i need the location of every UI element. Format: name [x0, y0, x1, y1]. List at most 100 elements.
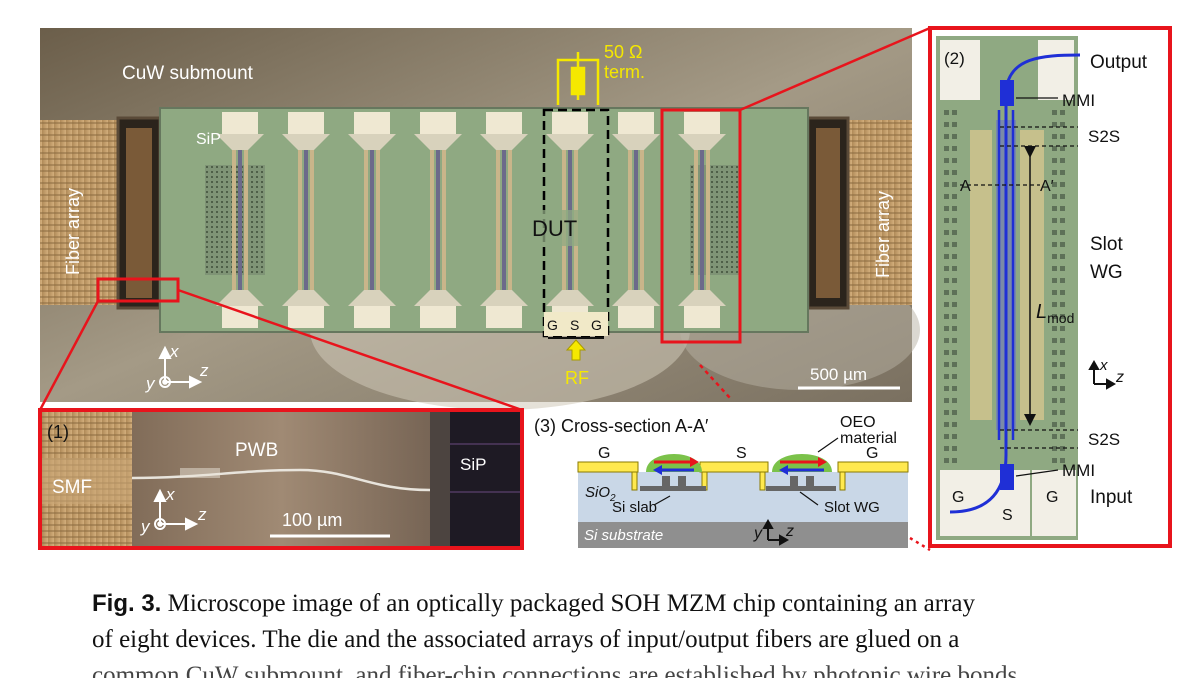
inset2-dot — [952, 422, 957, 427]
inset2-dot — [944, 434, 949, 439]
main-photo: CuW submount SiP Fiber array Fiber array… — [40, 28, 920, 410]
inset2-dot — [944, 266, 949, 271]
inset2-dot — [1052, 446, 1057, 451]
inset2-axis-x: x — [1099, 357, 1108, 374]
device-electrode — [508, 150, 512, 290]
inset2-dot — [1060, 170, 1065, 175]
inset2-dot — [1060, 410, 1065, 415]
inset2-dot — [1060, 446, 1065, 451]
connector-inset1-right — [177, 288, 523, 412]
inset2-dot — [952, 314, 957, 319]
electrode-g-right — [837, 461, 909, 473]
inset2-s: S — [1002, 507, 1013, 524]
device-electrode — [628, 150, 632, 290]
pad-g-left: G — [547, 317, 558, 333]
inset3-axis-y: y — [753, 525, 763, 542]
inset3: (3) Cross-section A-A′ OEO — [534, 414, 909, 548]
inset2-dot — [1052, 266, 1057, 271]
inset2-dot — [1060, 326, 1065, 331]
inset1-frame — [38, 408, 524, 550]
inset2-dot — [944, 230, 949, 235]
a-right-label: A′ — [1040, 178, 1054, 195]
device-electrode — [430, 150, 434, 290]
inset2-dot — [1060, 314, 1065, 319]
si-substrate — [578, 522, 908, 548]
inset2-dot — [952, 194, 957, 199]
device-pad-top — [420, 112, 456, 134]
inset2-label: (2) — [944, 49, 965, 68]
inset2-dot — [944, 170, 949, 175]
inset2-dot — [1052, 230, 1057, 235]
inset1-axis-x: x — [165, 485, 175, 504]
inset2-axis-z: z — [1115, 369, 1124, 386]
caption-line1: Microscope image of an optically package… — [167, 590, 975, 617]
device-pad-top — [684, 112, 720, 134]
device-taper-bottom — [546, 290, 594, 306]
device-pad-bottom — [618, 306, 654, 328]
fiber-array-right — [838, 120, 912, 305]
termination-symbol — [556, 52, 600, 105]
inset2-dot — [1052, 422, 1057, 427]
sio2-label: SiO2 — [585, 484, 616, 504]
axes-main — [158, 345, 203, 389]
electrode-g-left — [577, 461, 639, 473]
caption-line3: common CuW submount, and fiber-chip conn… — [92, 662, 1018, 678]
inset2-dot — [1060, 218, 1065, 223]
axes-inset1 — [153, 488, 199, 531]
substrate-label: Si substrate — [584, 527, 663, 544]
inset2-dot — [1052, 242, 1057, 247]
inset2-dot — [1052, 362, 1057, 367]
inset2-dot — [944, 338, 949, 343]
inset2-dot — [944, 122, 949, 127]
inset2-dot — [1060, 458, 1065, 463]
connector-inset2-top — [739, 26, 931, 112]
inset2-dot — [944, 398, 949, 403]
inset2-dot — [952, 410, 957, 415]
device-electrode — [298, 150, 302, 290]
inset2-dot — [1052, 278, 1057, 283]
oeo-label-2: material — [840, 430, 897, 447]
device-pad-bottom — [222, 306, 258, 328]
device-electrode — [694, 150, 698, 290]
inset2-dot — [952, 350, 957, 355]
inset2-dot — [952, 266, 957, 271]
inset1: (1) SMF PWB SiP 100 µm x y z — [38, 408, 524, 550]
device-electrode — [310, 150, 314, 290]
inset2-dot — [944, 134, 949, 139]
inset2-dot — [952, 326, 957, 331]
inset2-dot — [1052, 302, 1057, 307]
device-electrode — [640, 150, 644, 290]
inset2-dot — [952, 182, 957, 187]
inset2-dot — [1060, 422, 1065, 427]
scale-bar-label: 500 µm — [810, 365, 867, 384]
pad-s: S — [570, 317, 579, 333]
inset2-dot — [944, 314, 949, 319]
fiber-array-right-label: Fiber array — [873, 191, 893, 278]
inset2-dot — [952, 122, 957, 127]
inset2-dot — [952, 278, 957, 283]
inset2-dot — [1060, 194, 1065, 199]
inset2-dot — [952, 398, 957, 403]
device-taper-bottom — [348, 290, 396, 306]
termination-value: 50 Ω — [604, 42, 642, 62]
device-slot — [436, 150, 440, 290]
mmi-bottom — [1000, 464, 1014, 490]
fiber-array-left-label: Fiber array — [63, 188, 83, 275]
inset2-dot — [944, 254, 949, 259]
inset1-scale-label: 100 µm — [282, 510, 342, 530]
device-taper-top — [480, 134, 528, 150]
inset2-dot — [944, 362, 949, 367]
axes-inset3 — [762, 518, 790, 546]
pwb-label: PWB — [235, 440, 278, 461]
inset2-dot — [1060, 302, 1065, 307]
device-electrode — [244, 150, 248, 290]
inset2-dot — [1060, 206, 1065, 211]
cross-g-left: G — [598, 445, 610, 462]
inset2-dot — [1052, 218, 1057, 223]
device-electrode — [496, 150, 500, 290]
device-pad-bottom — [354, 306, 390, 328]
inset2-dot — [944, 110, 949, 115]
inset2-dot — [952, 362, 957, 367]
inset2-dot — [1052, 386, 1057, 391]
inset1-axis-y: y — [140, 517, 151, 536]
